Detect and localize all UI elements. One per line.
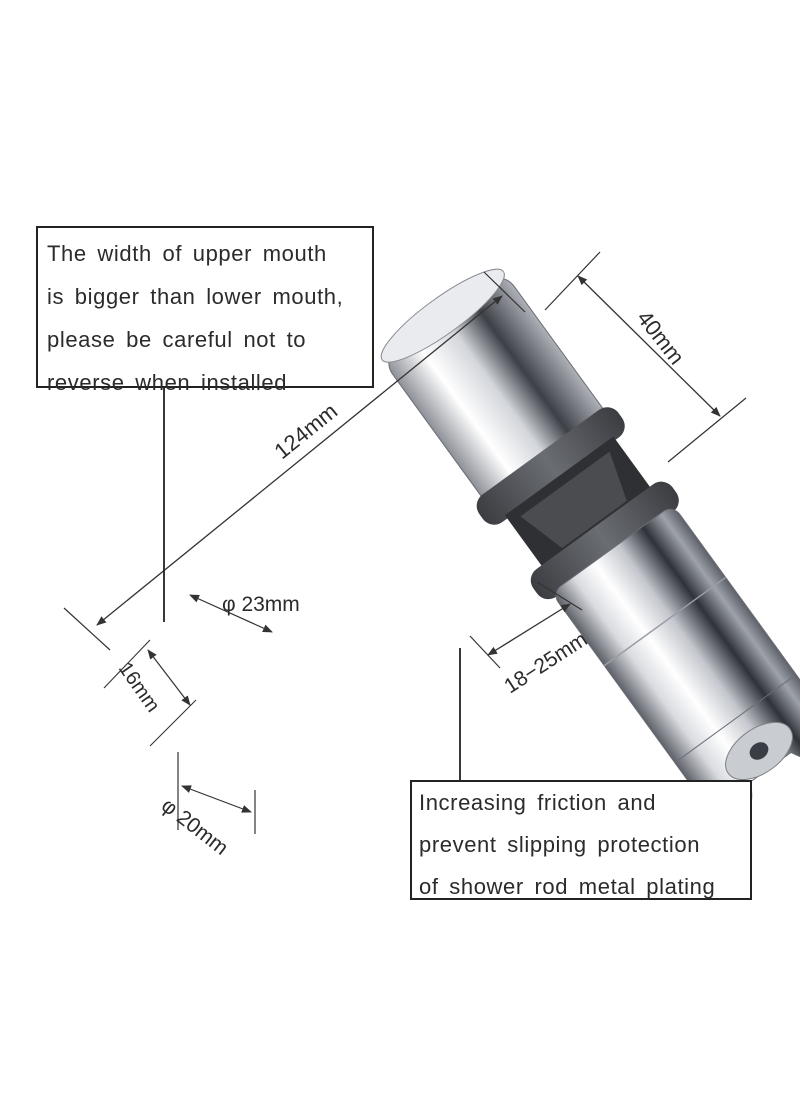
note-line: reverse when installed [47,370,288,395]
note-line: is bigger than lower mouth, [47,284,344,309]
note-line: please be careful not to [47,327,307,352]
shower-rod-holder [380,268,800,828]
lower-mouth-label: φ 20mm [157,794,232,860]
upper-rubber-ring [476,407,625,525]
note-line: prevent slipping protection [419,832,701,857]
note-line: of shower rod metal plating [419,874,716,899]
note-line: The width of upper mouth [47,241,327,266]
friction-feature-note: Increasing friction and prevent slipping… [410,780,752,900]
installation-warning-note: The width of upper mouth is bigger than … [36,226,374,395]
lower-rubber-ring [530,481,679,600]
note-line: Increasing friction and [419,790,657,815]
slot-width-label: 16mm [114,658,164,716]
upper-mouth-label: φ 23mm [222,593,300,616]
slot-width-dimension: 16mm [103,639,197,747]
lower-mouth-dimension: φ 20mm [157,752,256,860]
length-label: 124mm [269,398,342,464]
upper-mouth-dimension: φ 23mm [189,593,300,633]
